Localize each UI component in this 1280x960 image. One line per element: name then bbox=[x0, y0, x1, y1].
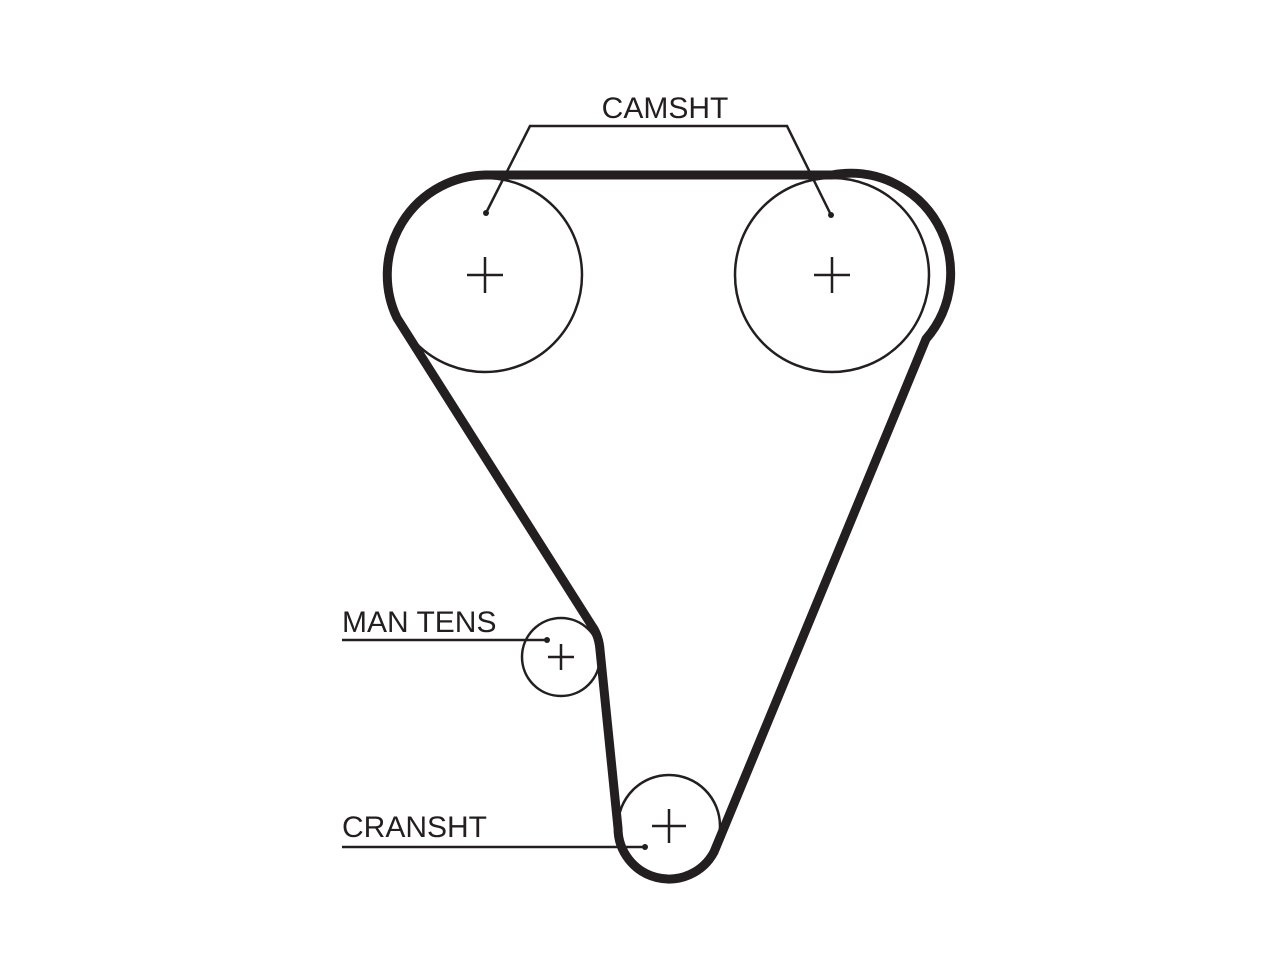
manual-tensioner-label: MAN TENS bbox=[342, 606, 496, 639]
camshaft-label: CAMSHT bbox=[602, 92, 729, 125]
camshaft-callout: CAMSHT bbox=[483, 92, 834, 218]
timing-belt bbox=[382, 168, 956, 884]
manual-tensioner-callout: MAN TENS bbox=[342, 606, 550, 643]
manual-tensioner-pulley bbox=[520, 616, 602, 698]
crankshaft-callout: CRANSHT bbox=[342, 811, 648, 850]
camshaft-pulley-right bbox=[733, 176, 931, 374]
crankshaft-label: CRANSHT bbox=[342, 811, 487, 844]
